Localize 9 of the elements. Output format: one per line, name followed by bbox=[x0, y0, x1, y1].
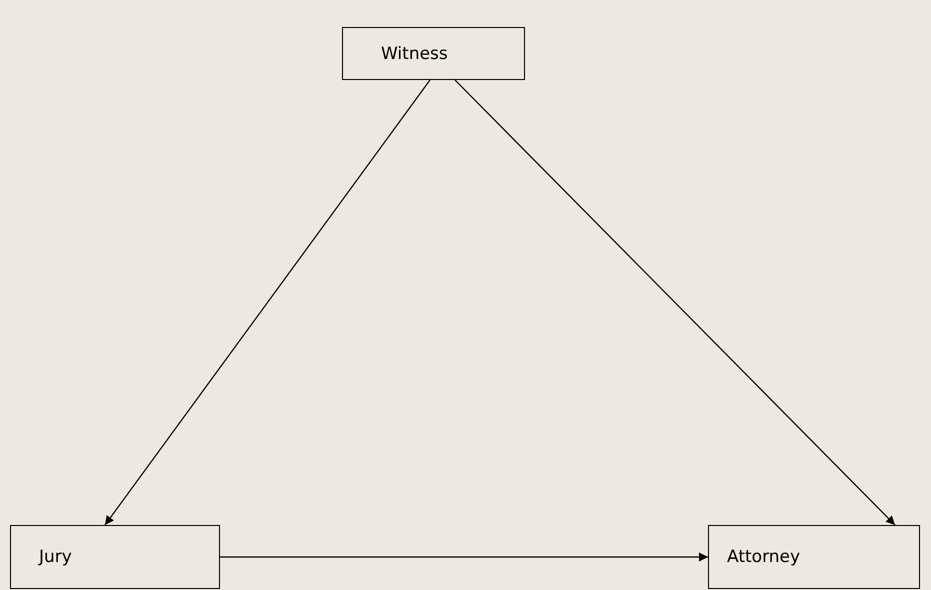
process-box bbox=[708, 525, 920, 589]
arrow bbox=[104, 80, 430, 526]
arrow bbox=[454, 80, 896, 526]
process-box bbox=[10, 525, 220, 589]
process-box bbox=[342, 27, 525, 80]
arrow bbox=[220, 552, 708, 562]
node-label: Attorney bbox=[727, 547, 800, 567]
node-label: Witness bbox=[381, 44, 448, 64]
node-label: Jury bbox=[39, 547, 72, 567]
